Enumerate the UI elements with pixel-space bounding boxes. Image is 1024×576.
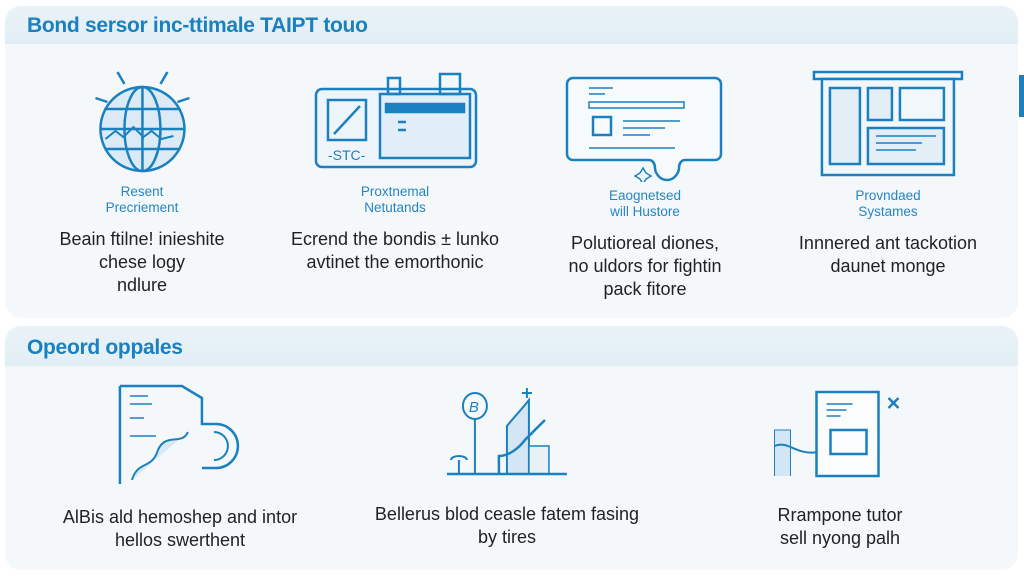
card-subtitle: Resent (120, 184, 164, 199)
card-text: by tires (477, 527, 537, 547)
globe-icon (94, 71, 190, 173)
svg-text:-STC-: -STC- (328, 147, 366, 163)
card-text: Innnered ant tackotion (798, 233, 978, 253)
feature-card: AlBis ald hemoshep and intor hellos swert… (63, 384, 297, 552)
dashboard-icon: -STC- (314, 72, 478, 169)
svg-text:B: B (469, 399, 479, 416)
card-text: sell nyong palh (779, 528, 901, 548)
section-title: Bond sersor inc-ttimale TAIPT touo (27, 14, 368, 37)
card-text: chese logy (98, 252, 186, 272)
feature-card: Rrampone tutor sell nyong palh (773, 390, 908, 550)
chat-window-icon (565, 76, 723, 182)
card-text: hellos swerthent (114, 530, 246, 550)
section-title: Opeord oppales (27, 336, 183, 359)
document-hand-icon (118, 384, 239, 484)
section-panel-1: Bond sersor inc-ttimale TAIPT touo Resen… (5, 6, 1018, 318)
city-growth-icon: B (446, 388, 567, 476)
card-subtitle: Precriement (105, 200, 179, 215)
card-text: Rrampone tutor (777, 505, 903, 525)
section-header: Opeord oppales (5, 326, 1018, 366)
card-text: Ecrend the bondis ± lunko (290, 229, 500, 249)
side-marker (1019, 75, 1024, 117)
card-subtitle: Eaognetsed (608, 188, 682, 203)
card-text: avtinet the emorthonic (306, 252, 484, 272)
card-text: Polutioreal diones, (570, 233, 720, 253)
card-text: no uldors for fightin (568, 256, 722, 276)
card-text: ndlure (116, 275, 168, 295)
section-header: Bond sersor inc-ttimale TAIPT touo (5, 6, 1018, 44)
card-subtitle: Systames (858, 204, 918, 219)
card-text: pack fitore (603, 279, 687, 299)
card-subtitle: Provndaed (855, 188, 921, 203)
document-chart-icon (774, 390, 900, 478)
feature-card: B Bellerus blod ceasle fatem fasing by ti… (375, 386, 639, 549)
section-panel-2: Opeord oppales AlBis ald hemoshep and in… (5, 326, 1018, 570)
card-text: Bellerus blod ceasle fatem fasing (374, 504, 640, 524)
card-text: Beain ftilne! inieshite (59, 229, 225, 249)
layout-board-icon (812, 70, 964, 177)
card-subtitle: will Hustore (610, 204, 680, 219)
card-subtitle: Proxtnemal (360, 184, 430, 199)
card-text: AlBis ald hemoshep and intor (62, 507, 298, 527)
card-text: daunet monge (830, 256, 946, 276)
card-subtitle: Netutands (364, 200, 426, 215)
